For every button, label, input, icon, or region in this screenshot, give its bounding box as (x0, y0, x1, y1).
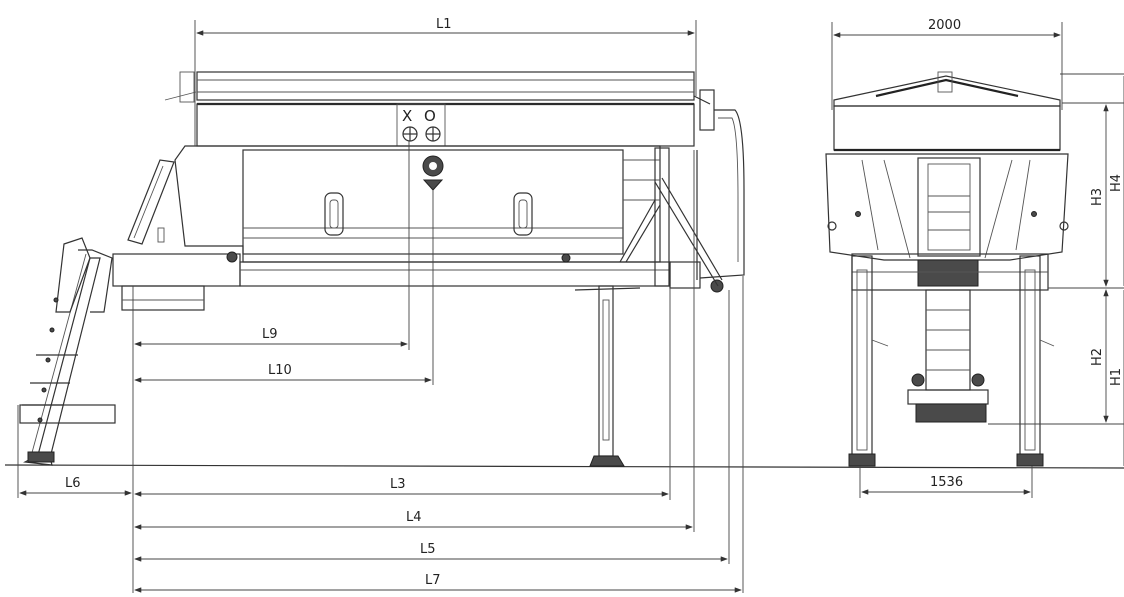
dim-label-width-top: 2000 (928, 18, 961, 33)
rear-leg-left (851, 255, 873, 457)
dim-label-h4: H4 (1109, 174, 1124, 192)
chassis (112, 147, 724, 311)
mark-x: X (402, 107, 412, 125)
main-body (127, 145, 661, 263)
cover-roll (164, 71, 695, 106)
handle-icon (513, 192, 533, 236)
rear-dimensions: 2000 1536 H3 H4 H2 H1 (831, 18, 1124, 498)
dim-label-l1: L1 (436, 17, 452, 32)
mark-o: O (424, 107, 436, 125)
dim-label-l3: L3 (390, 477, 406, 492)
spinner-disc-icon (911, 373, 925, 387)
ground-line (4, 464, 1124, 469)
dim-label-l6: L6 (65, 476, 81, 491)
rear-leg-right (1019, 255, 1041, 457)
handle-icon (324, 192, 344, 236)
dim-label-width-legs: 1536 (930, 475, 963, 490)
dim-label-h1: H1 (1109, 368, 1124, 386)
ladder (19, 237, 116, 466)
dim-label-l9: L9 (262, 327, 278, 342)
side-view: X O (17, 17, 745, 593)
hopper-body (196, 89, 745, 280)
side-dimensions: L1 L9 L10 L6 L3 L4 (17, 17, 744, 593)
control-marks: X O (402, 107, 444, 191)
dim-label-l10: L10 (268, 363, 292, 378)
dim-label-h2: H2 (1090, 348, 1105, 366)
dim-label-l4: L4 (406, 510, 422, 525)
dim-label-h3: H3 (1090, 188, 1105, 206)
rear-view: 2000 1536 H3 H4 H2 H1 (825, 18, 1124, 498)
dim-label-l7: L7 (425, 573, 441, 588)
support-leg (574, 285, 641, 467)
dim-label-l5: L5 (420, 542, 436, 557)
